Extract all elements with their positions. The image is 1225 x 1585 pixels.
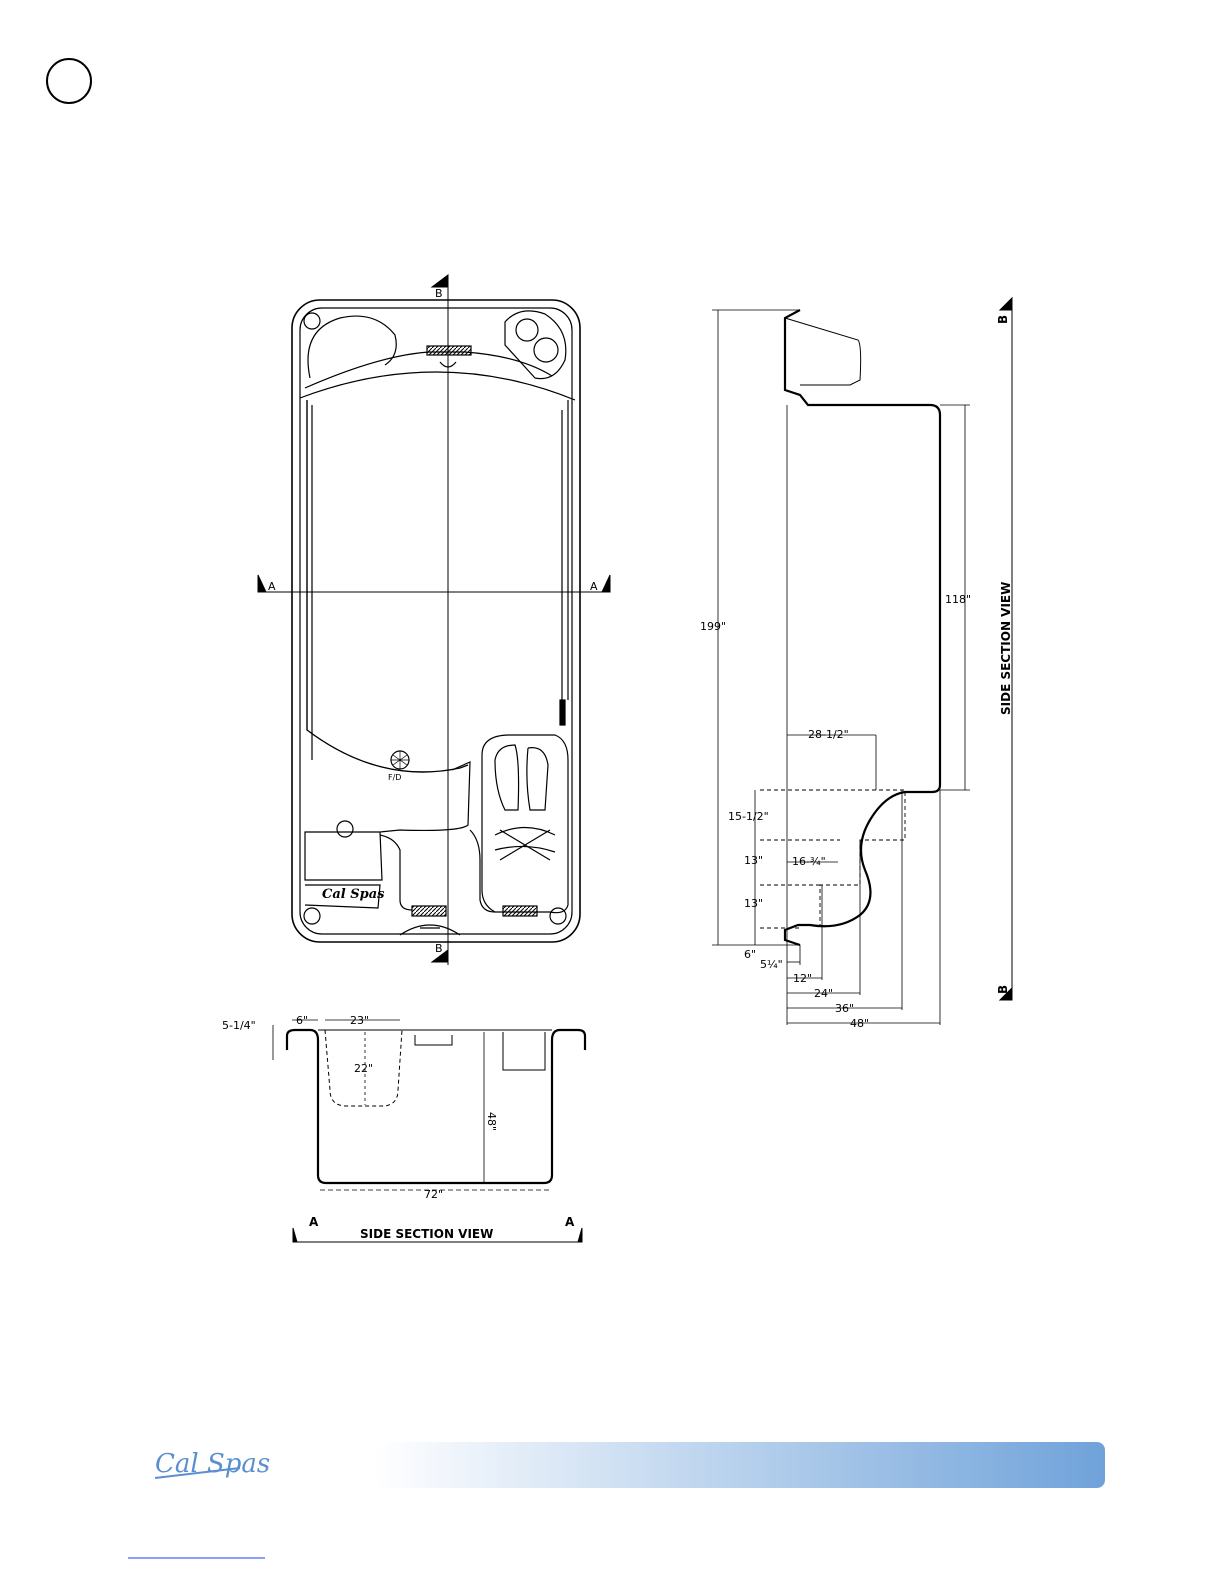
dim-b-step-3: 6" [744,948,756,961]
section-lines-top [258,275,610,965]
dim-a-seat-width: 23" [350,1014,369,1027]
dim-b-48: 48" [850,1017,869,1030]
dim-a-width: 72" [424,1188,443,1201]
section-b-marker-top: B [996,315,1010,324]
dim-b-step-run: 28-1/2" [808,728,849,741]
dim-b-pool-length: 118" [945,593,971,606]
side-section-a-title: SIDE SECTION VIEW [360,1227,493,1241]
dim-b-overall-length: 199" [700,620,726,633]
footer-logo: Cal Spas [155,1449,270,1479]
dim-a-lip: 6" [296,1014,308,1027]
side-section-b-title: SIDE SECTION VIEW [999,582,1013,715]
dim-b-12: 12" [793,972,812,985]
section-b-bottom-label: B [435,942,443,955]
section-a-marker-left: A [309,1215,319,1229]
side-section-b [712,298,1012,1025]
dim-b-36: 36" [835,1002,854,1015]
section-a-right-label: A [590,580,598,593]
section-a-marker-right: A [565,1215,575,1229]
dim-b-step-rise: 15-1/2" [728,810,769,823]
page-index-circle [47,59,91,103]
dim-b-lip: 5¼" [760,958,783,971]
dim-a-rim: 5-1/4" [222,1019,256,1032]
section-b-top-label: B [435,287,443,300]
dim-b-tread: 16-¾" [792,855,826,868]
dim-b-step-2: 13" [744,897,763,910]
dim-b-step-1: 13" [744,854,763,867]
section-b-marker-bottom: B [996,985,1010,994]
drain-label: F/D [388,773,401,782]
dim-b-24: 24" [814,987,833,1000]
side-section-a [273,1020,585,1242]
dim-a-depth: 48" [485,1112,498,1131]
top-view [292,300,580,942]
top-view-logo: Cal Spas [322,887,385,902]
footer-band [375,1442,1105,1488]
section-a-left-label: A [268,580,276,593]
dim-a-seat-depth: 22" [354,1062,373,1075]
